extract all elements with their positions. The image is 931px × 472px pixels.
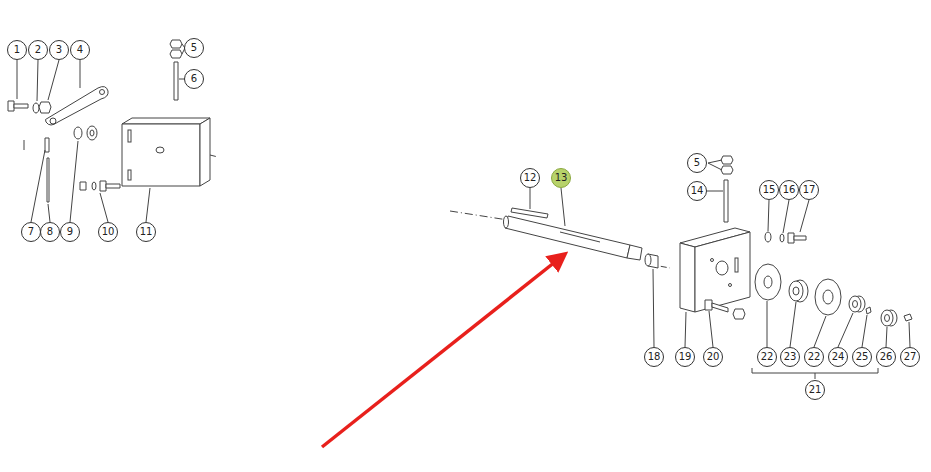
callout-number: 2 [28,40,48,60]
callout-label: 18 [648,352,661,362]
callout-number: 16 [779,180,799,200]
callout-number: 14 [687,181,707,201]
callout-label: 17 [803,185,816,195]
callout-label: 10 [102,227,115,237]
callout-number: 5 [687,153,707,173]
callout-number: 18 [644,347,664,367]
callout-label: 11 [140,227,153,237]
callout-number: 7 [21,222,41,242]
callout-number: 6 [184,69,204,89]
callout-label: 5 [694,158,700,168]
callout-number: 26 [876,347,896,367]
callout-label: 27 [904,352,917,362]
callout-number: 20 [703,347,723,367]
callout-label: 19 [679,352,692,362]
callout-label: 4 [77,45,83,55]
callout-label: 22 [808,352,821,362]
callout-label: 9 [67,227,73,237]
callout-number: 13 [551,168,571,188]
callout-number: 19 [675,347,695,367]
callout-label: 16 [783,185,796,195]
callout-label: 14 [691,186,704,196]
callout-number: 17 [799,180,819,200]
callout-number: 24 [828,347,848,367]
callout-number: 23 [780,347,800,367]
callout-number: 10 [98,222,118,242]
callout-number: 3 [49,40,69,60]
callout-number: 25 [852,347,872,367]
callout-number: 4 [70,40,90,60]
callout-number: 22 [757,347,777,367]
callout-label: 13 [555,173,568,183]
callout-label: 26 [880,352,893,362]
callout-label: 1 [14,45,20,55]
callout-label: 12 [524,173,537,183]
callout-number: 22 [804,347,824,367]
callout-number: 5 [184,38,204,58]
callout-label: 15 [763,185,776,195]
callout-number: 12 [520,168,540,188]
callout-label: 2 [35,45,41,55]
callout-number: 21 [805,380,825,400]
callout-number: 27 [900,347,920,367]
callout-label: 6 [191,74,197,84]
callout-label: 24 [832,352,845,362]
callout-label: 21 [809,385,822,395]
callout-label: 22 [761,352,774,362]
callout-label: 8 [47,227,53,237]
callout-number: 1 [7,40,27,60]
callout-label: 23 [784,352,797,362]
callout-number: 9 [60,222,80,242]
callout-label: 3 [56,45,62,55]
callout-number: 11 [136,222,156,242]
callout-label: 7 [28,227,34,237]
callout-label: 20 [707,352,720,362]
callout-label: 5 [191,43,197,53]
callout-number: 15 [759,180,779,200]
callout-label: 25 [856,352,869,362]
callout-number: 8 [40,222,60,242]
